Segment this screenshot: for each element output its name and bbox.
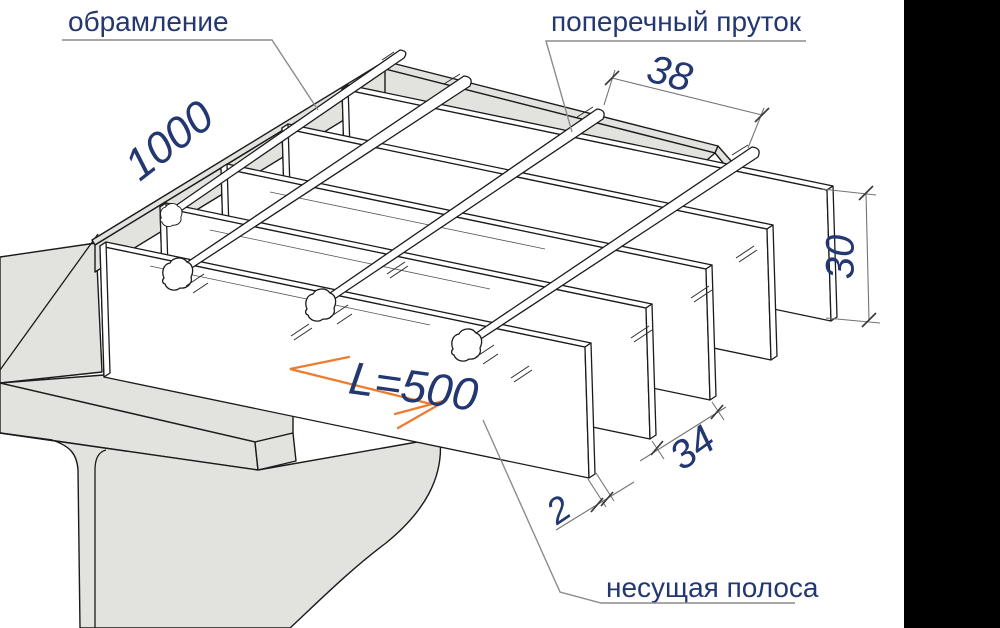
callout-bearing-bar: несущая полоса	[482, 419, 819, 604]
dim-bar-spacing: 34	[662, 417, 724, 479]
cross-rod-2	[304, 106, 605, 325]
i-beam-flange-end-face	[254, 432, 297, 471]
i-beam-flange-top-left	[0, 242, 103, 384]
cross-rods	[159, 49, 760, 365]
face-hatch-marks	[290, 245, 758, 383]
cross-rod-3	[450, 144, 760, 365]
i-beam-web-and-fillets	[0, 432, 442, 628]
i-beam-web-edge	[94, 449, 107, 628]
cross-rod-1	[161, 73, 472, 294]
i-beam	[0, 233, 442, 628]
cross-rod-0	[159, 49, 407, 228]
dim-bar-height: 30	[819, 235, 863, 280]
dimension-30: 30	[819, 185, 881, 328]
orange-arrow-left	[289, 355, 433, 406]
dim-rod-pitch: 38	[642, 47, 697, 101]
dim-bar-thickness: 2	[538, 487, 578, 533]
bar-highlight-line	[149, 265, 431, 326]
callout-framing: обрамление	[62, 6, 319, 111]
callout-cross-rod: поперечный пруток	[545, 6, 806, 133]
bar-highlight-line	[209, 229, 491, 290]
dimension-2: 2	[538, 472, 635, 533]
cross-rod-label: поперечный пруток	[551, 6, 802, 37]
letterbox-side-bar	[904, 0, 1000, 628]
bar-highlight-line	[269, 191, 546, 250]
bearing-bar-label: несущая полоса	[606, 572, 819, 603]
i-beam-flange-back-edge	[0, 233, 99, 371]
bearing-bars	[99, 84, 838, 479]
orange-arrow-right	[393, 398, 448, 430]
bearing-bar-1-front	[99, 241, 596, 479]
framing-label: обрамление	[68, 6, 229, 37]
